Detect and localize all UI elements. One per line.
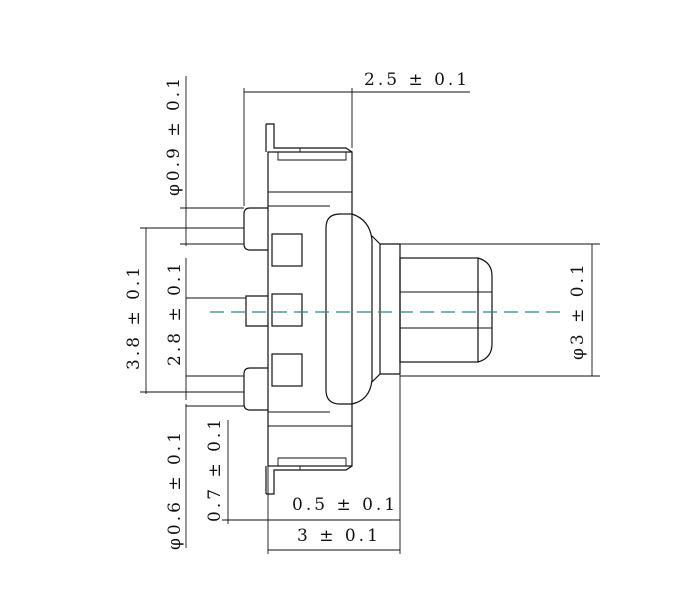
component-body: [265, 123, 353, 495]
dim-shaft-diameter: φ3 ± 0.1: [568, 261, 588, 360]
dim-flange: 0.5 ± 0.1: [292, 495, 398, 515]
dim-lead-offset: 0.7 ± 0.1: [205, 416, 225, 522]
dim-pin-diameter: φ0.9 ± 0.1: [164, 75, 184, 196]
dim-lead-diameter: φ0.6 ± 0.1: [165, 429, 185, 550]
pins: [243, 207, 268, 411]
dim-body-length: 3 ± 0.1: [297, 526, 381, 546]
dim-pin-span-outer: 3.8 ± 0.1: [124, 264, 144, 370]
dim-pin-span-inner: 2.8 ± 0.1: [165, 260, 185, 366]
shaft: [351, 213, 493, 405]
dim-top-width: 2.5 ± 0.1: [364, 70, 470, 90]
dimension-lines: [140, 76, 600, 554]
